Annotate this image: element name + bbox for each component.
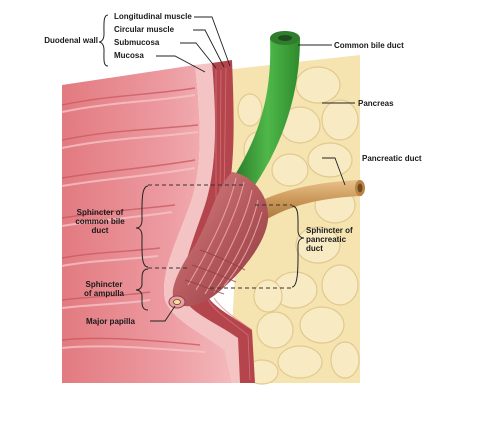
label-line: common bile — [75, 217, 125, 226]
leader-lines — [150, 16, 355, 322]
label-circular-muscle: Circular muscle — [114, 25, 175, 34]
label-line: duct — [306, 244, 323, 253]
label-longitudinal-muscle: Longitudinal muscle — [114, 12, 192, 21]
label-line: Sphincter of — [306, 226, 353, 235]
label-duodenal-wall: Duodenal wall — [44, 36, 98, 45]
label-sphincter-of-ampulla: Sphincter of ampulla — [72, 280, 136, 298]
pancreatic-duct — [252, 180, 365, 222]
label-pancreatic-duct: Pancreatic duct — [362, 154, 422, 163]
label-mucosa: Mucosa — [114, 51, 144, 60]
duodenal-lumen — [61, 65, 232, 383]
label-pancreas: Pancreas — [358, 99, 394, 108]
label-line: Sphincter of — [76, 208, 124, 217]
dashed-region-guides — [148, 184, 292, 289]
muscle-striations — [207, 67, 253, 381]
label-line: pancreatic — [306, 235, 347, 244]
label-line: of ampulla — [83, 289, 124, 298]
label-major-papilla: Major papilla — [86, 317, 135, 326]
brace-markers — [98, 14, 305, 311]
label-sphincter-pancreatic-duct: Sphincter of pancreatic duct — [306, 226, 353, 253]
label-line: duct — [91, 226, 109, 235]
common-bile-duct — [235, 31, 300, 185]
label-submucosa: Submucosa — [114, 38, 160, 47]
label-sphincter-common-bile-duct: Sphincter of common bile duct — [64, 208, 136, 235]
label-common-bile-duct: Common bile duct — [334, 41, 404, 50]
sphincter-complex — [168, 172, 269, 309]
label-line: Sphincter — [85, 280, 123, 289]
